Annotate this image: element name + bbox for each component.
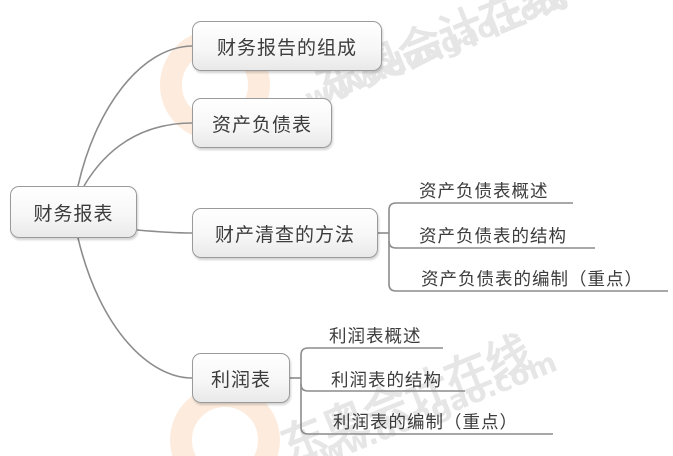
- leaf-income-statement-structure[interactable]: 利润表的结构: [331, 371, 442, 391]
- leaf-income-statement-overview[interactable]: 利润表概述: [329, 327, 422, 347]
- branch-node-income-statement[interactable]: 利润表: [192, 353, 290, 403]
- root-node[interactable]: 财务报表: [10, 186, 137, 238]
- link-root-branch1: [77, 45, 193, 187]
- leaf-balance-sheet-structure[interactable]: 资产负债表的结构: [419, 227, 567, 247]
- leaf-income-statement-preparation[interactable]: 利润表的编制（重点）: [333, 413, 518, 433]
- link-root-branch3: [136, 229, 193, 234]
- branch-node-label: 财产清查的方法: [214, 223, 355, 246]
- branch-node-balance-sheet[interactable]: 资产负债表: [192, 98, 332, 148]
- branch-node-label: 利润表: [210, 368, 271, 391]
- branch-node-label: 资产负债表: [211, 113, 312, 136]
- branch-node-property-inventory-methods[interactable]: 财产清查的方法: [192, 208, 378, 258]
- root-node-label: 财务报表: [33, 202, 114, 225]
- branch-node-financial-report-composition[interactable]: 财务报告的组成: [192, 21, 382, 71]
- link-root-branch2: [83, 122, 193, 187]
- leaf-balance-sheet-preparation[interactable]: 资产负债表的编制（重点）: [421, 270, 643, 290]
- link-root-branch4: [77, 237, 193, 379]
- branch-node-label: 财务报告的组成: [216, 36, 357, 59]
- leaf-balance-sheet-overview[interactable]: 资产负债表概述: [419, 182, 549, 202]
